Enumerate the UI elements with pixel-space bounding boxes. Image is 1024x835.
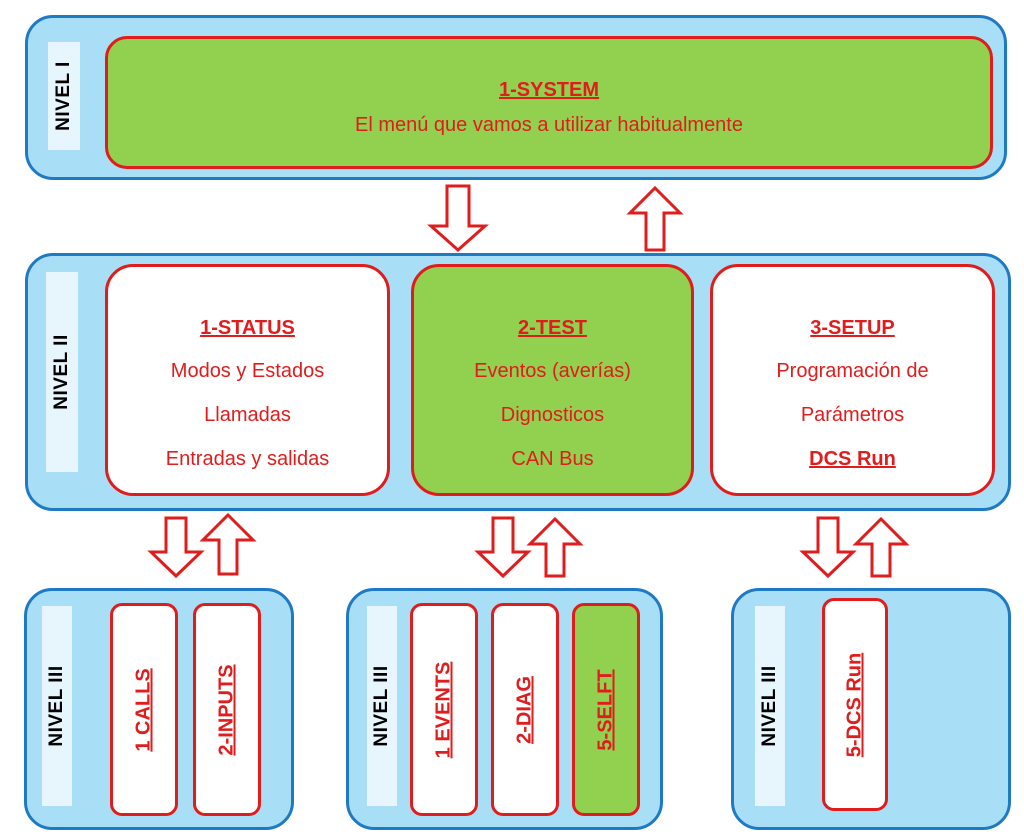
arrow-down-setup: [799, 516, 857, 579]
selft-menu-box[interactable]: 5-SELFT: [572, 603, 640, 816]
calls-menu-box[interactable]: 1 CALLS: [110, 603, 178, 816]
system-subtitle: El menú que vamos a utilizar habitualmen…: [355, 114, 743, 136]
arrow-down-status: [147, 516, 205, 579]
inputs-menu-box[interactable]: 2-INPUTS: [193, 603, 261, 816]
diag-menu-box[interactable]: 2-DIAG: [491, 603, 559, 816]
test-line-1: Eventos (averías): [474, 360, 631, 382]
level-1-label: NIVEL I: [48, 42, 80, 150]
system-title: 1-SYSTEM: [498, 79, 600, 101]
setup-line-2: Parámetros: [800, 404, 905, 426]
status-line-3: Entradas y salidas: [165, 448, 330, 470]
test-line-3: CAN Bus: [511, 448, 594, 470]
setup-title: 3-SETUP: [810, 317, 895, 339]
test-line-2: Dignosticos: [500, 404, 605, 426]
status-title: 1-STATUS: [200, 317, 295, 339]
test-menu-box[interactable]: 2-TEST Eventos (averías) Dignosticos CAN…: [411, 264, 694, 496]
level-3-label-setup: NIVEL III: [755, 606, 785, 806]
setup-menu-box[interactable]: 3-SETUP Programación de Parámetros DCS R…: [710, 264, 995, 496]
arrow-up-setup: [852, 516, 910, 578]
level-2-label: NIVEL II: [46, 272, 78, 472]
arrow-up-status: [199, 512, 257, 576]
arrow-up-level2-to-system: [626, 185, 684, 252]
events-menu-box[interactable]: 1 EVENTS: [410, 603, 478, 816]
setup-line-3: DCS Run: [809, 448, 896, 470]
setup-line-1: Programación de: [776, 360, 929, 382]
status-line-2: Llamadas: [204, 404, 291, 426]
system-menu-box[interactable]: 1-SYSTEM El menú que vamos a utilizar ha…: [105, 36, 993, 169]
level-3-label-test: NIVEL III: [367, 606, 397, 806]
status-menu-box[interactable]: 1-STATUS Modos y Estados Llamadas Entrad…: [105, 264, 390, 496]
dcs-run-menu-box[interactable]: 5-DCS Run: [822, 598, 888, 811]
status-line-1: Modos y Estados: [170, 360, 325, 382]
arrow-down-system-to-level2: [427, 184, 489, 253]
test-title: 2-TEST: [518, 317, 587, 339]
level-3-label-status: NIVEL III: [42, 606, 72, 806]
arrow-down-test: [474, 516, 532, 579]
arrow-up-test: [526, 516, 584, 578]
